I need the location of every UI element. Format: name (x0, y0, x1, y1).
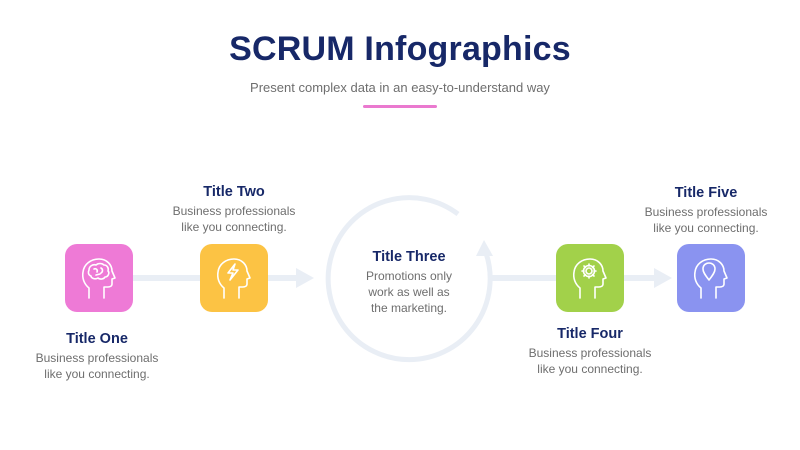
step-description-line: Business professionals (644, 205, 768, 219)
step-one-label: Title One Business professionals like yo… (17, 331, 177, 382)
step-description-line: work as well as (368, 285, 450, 299)
cycle-arc (325, 195, 493, 363)
step-title: Title One (66, 331, 128, 347)
step-two-icon-box (200, 244, 268, 312)
head-brain-icon (81, 258, 116, 299)
step-five-icon-box (677, 244, 745, 312)
head-location-pin-icon (693, 258, 728, 299)
arrowhead-icon (296, 268, 314, 288)
step-description-line: like you connecting. (537, 362, 643, 376)
step-description-line: Business professionals (35, 351, 159, 365)
title-underline-divider (363, 105, 437, 108)
step-description-line: the marketing. (370, 301, 448, 315)
step-four-label: Title Four Business professionals like y… (510, 326, 670, 377)
step-description-line: like you connecting. (181, 220, 287, 234)
step-one-icon-box (65, 244, 133, 312)
step-description-line: like you connecting. (653, 221, 759, 235)
step-title: Title Five (674, 185, 738, 201)
head-gear-icon (572, 258, 607, 299)
step-title: Title Three (372, 249, 446, 265)
page-title: SCRUM Infographics (229, 30, 571, 68)
step-description-line: Business professionals (172, 204, 296, 218)
step-description-line: Promotions only (365, 269, 453, 283)
step-title: Title Two (203, 184, 265, 200)
head-lightning-icon (216, 258, 251, 299)
step-five-label: Title Five Business professionals like y… (626, 185, 786, 236)
step-two-label: Title Two Business professionals like yo… (154, 184, 314, 235)
step-four-icon-box (556, 244, 624, 312)
arrowhead-icon (654, 268, 672, 288)
cycle-arrowhead-icon (476, 240, 493, 256)
step-title: Title Four (557, 326, 623, 342)
page-subtitle: Present complex data in an easy-to-under… (250, 80, 550, 95)
step-description-line: like you connecting. (44, 367, 150, 381)
step-three-label: Title Three Promotions only work as well… (329, 249, 489, 316)
step-description-line: Business professionals (528, 346, 652, 360)
